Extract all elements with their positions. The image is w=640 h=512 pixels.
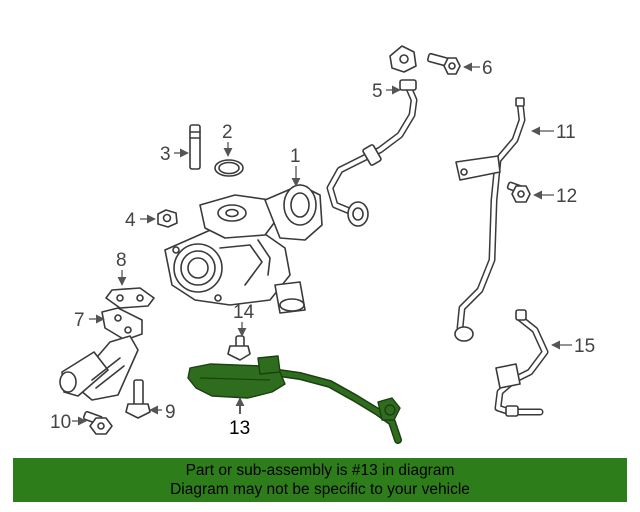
callout-2: 2 xyxy=(222,122,233,157)
info-banner: Part or sub-assembly is #13 in diagram D… xyxy=(13,458,627,502)
callout-3: 3 xyxy=(160,144,189,165)
stud-part[interactable] xyxy=(189,124,201,170)
callout-9: 9 xyxy=(149,402,176,423)
callout-14: 14 xyxy=(233,302,255,337)
callout-7: 7 xyxy=(74,310,105,331)
callout-7-label: 7 xyxy=(74,310,85,331)
o-ring-part[interactable] xyxy=(214,159,244,177)
callout-5-label: 5 xyxy=(372,81,383,102)
callout-4: 4 xyxy=(125,210,156,231)
callout-12: 12 xyxy=(533,186,577,207)
turbocharger-part[interactable] xyxy=(164,184,323,314)
oil-feed-line-part[interactable] xyxy=(326,45,418,227)
callout-11: 11 xyxy=(531,122,576,143)
banner-line-1: Part or sub-assembly is #13 in diagram xyxy=(185,462,455,479)
callout-3-label: 3 xyxy=(160,144,171,165)
coolant-pipe-part[interactable] xyxy=(454,97,526,342)
callout-2-label: 2 xyxy=(222,122,233,143)
callout-6-label: 6 xyxy=(482,58,493,79)
callout-1: 1 xyxy=(290,146,301,187)
oil-cooler-part[interactable] xyxy=(59,307,143,401)
coolant-hose-part[interactable] xyxy=(494,309,549,417)
callout-5: 5 xyxy=(372,81,401,102)
callout-11-label: 11 xyxy=(556,122,576,143)
bolt-10-part[interactable] xyxy=(82,410,113,435)
callout-4-label: 4 xyxy=(125,210,136,231)
callout-15: 15 xyxy=(551,336,595,357)
bolt-12-part[interactable] xyxy=(506,181,531,203)
bolt-14-part[interactable] xyxy=(227,335,251,361)
callout-8: 8 xyxy=(116,250,127,286)
gasket-part[interactable] xyxy=(105,287,155,309)
callout-1-label: 1 xyxy=(290,146,301,167)
callout-10-label: 10 xyxy=(50,412,71,433)
banner-line-2: Diagram may not be specific to your vehi… xyxy=(170,481,470,498)
callout-8-label: 8 xyxy=(116,250,127,271)
bolt-6-part[interactable] xyxy=(426,52,461,75)
callout-15-label: 15 xyxy=(574,336,595,357)
callout-10: 10 xyxy=(50,412,87,433)
callout-13-label: 13 xyxy=(229,418,250,439)
bolt-9-part[interactable] xyxy=(125,379,151,419)
callout-13: 13 xyxy=(229,397,250,439)
nut-part[interactable] xyxy=(157,209,178,228)
callout-12-label: 12 xyxy=(556,186,577,207)
callout-6: 6 xyxy=(463,58,493,79)
oil-return-tube-part-highlighted[interactable] xyxy=(187,355,402,444)
callout-9-label: 9 xyxy=(165,402,176,423)
callout-14-label: 14 xyxy=(233,302,255,323)
